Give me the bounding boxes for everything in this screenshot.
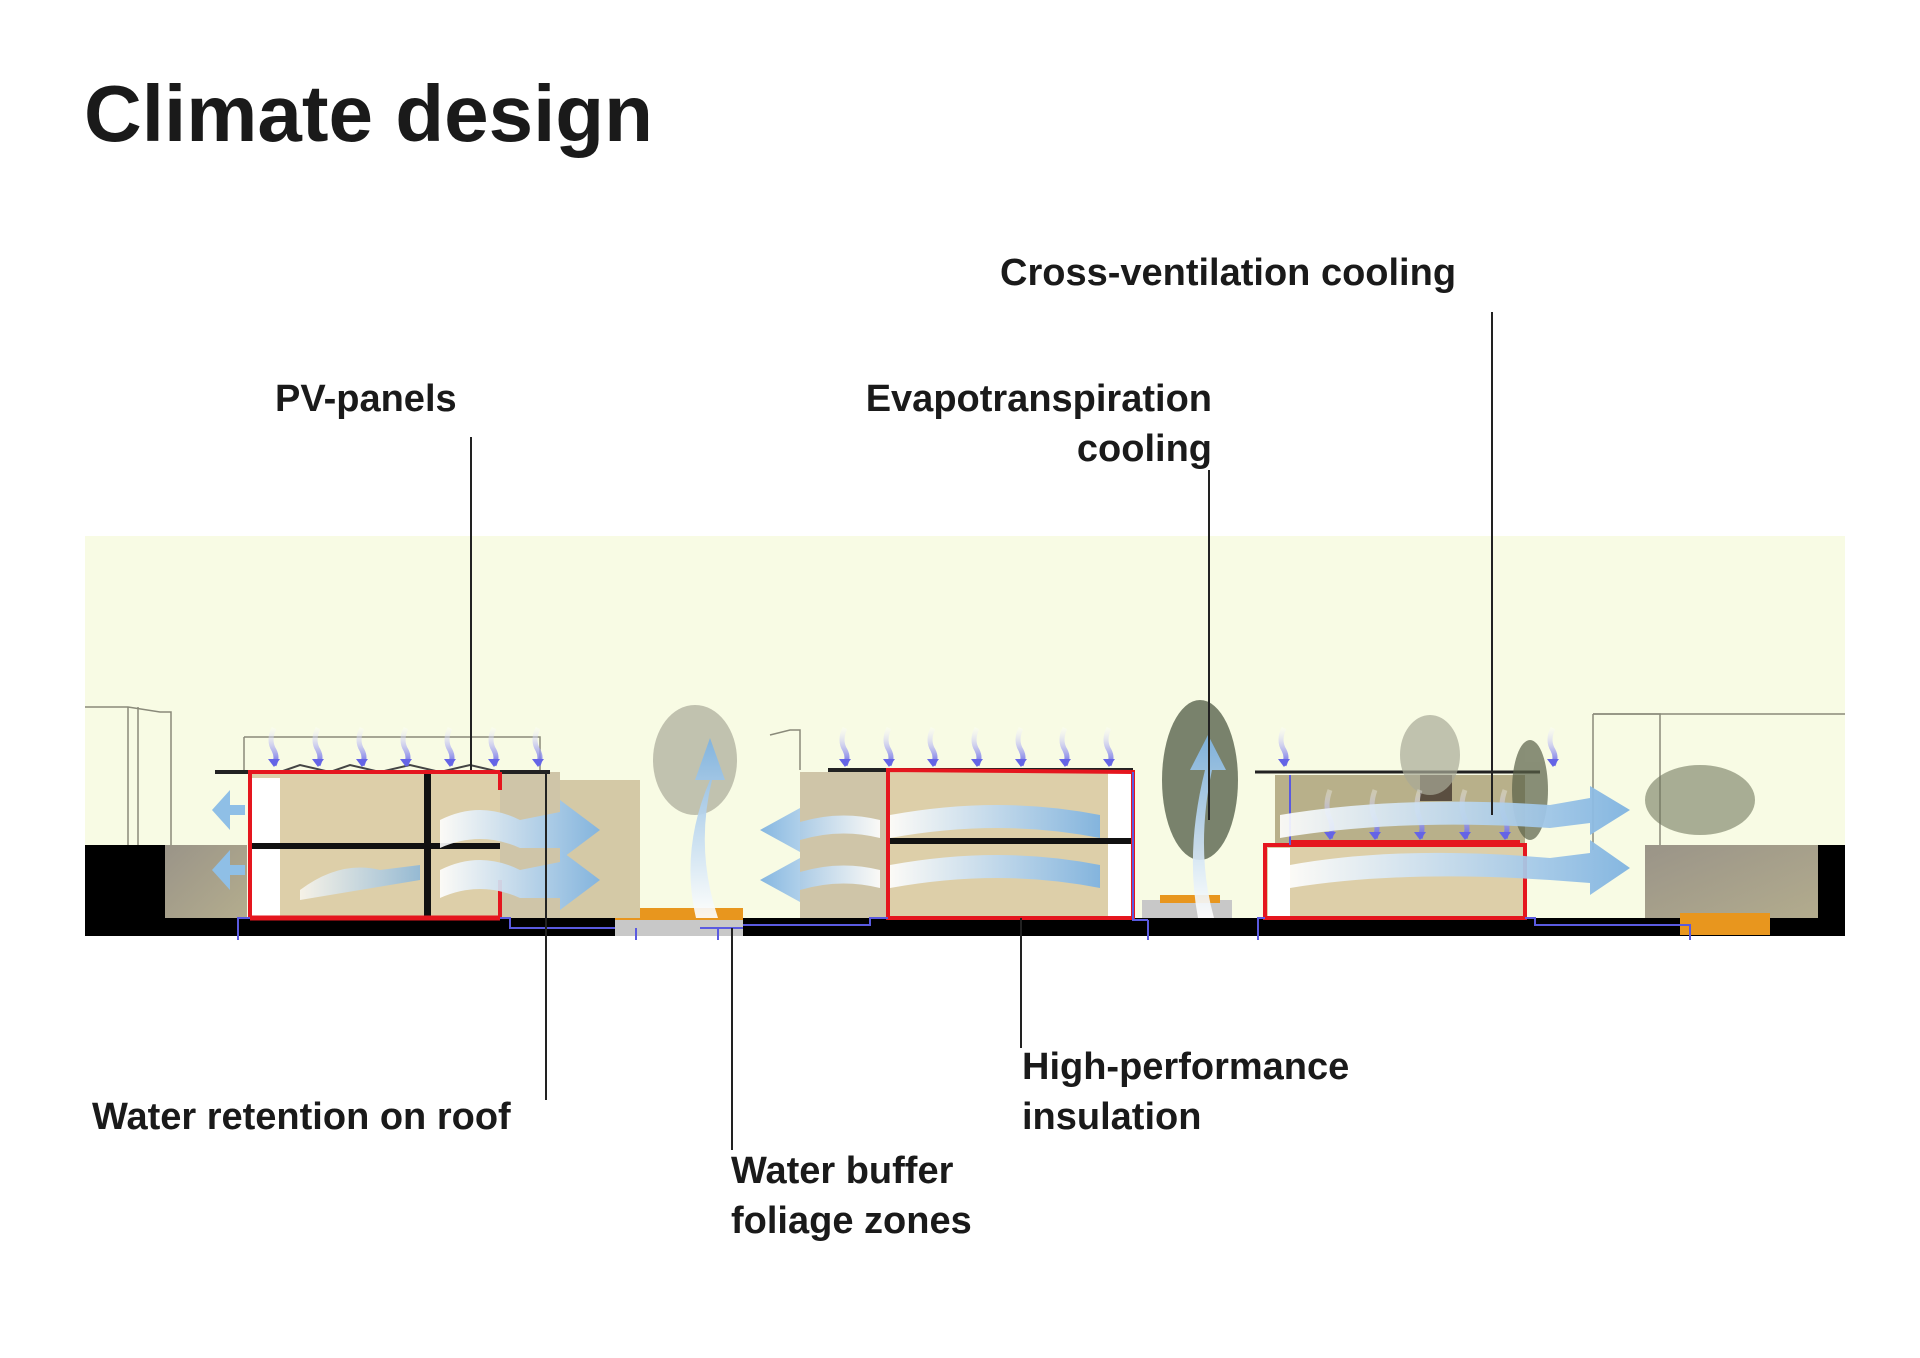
airflow-arrow xyxy=(690,738,725,918)
airflow-arrow xyxy=(890,805,1100,838)
label-water-buffer-line2: foliage zones xyxy=(731,1200,972,1242)
leader-lines xyxy=(470,312,1493,1150)
background-trees xyxy=(653,705,1755,840)
rain-arrow-head xyxy=(488,759,500,767)
airflow-arrow xyxy=(300,865,420,900)
rain-arrow-head xyxy=(400,759,412,767)
label-evapotranspiration-line2: cooling xyxy=(1076,428,1212,470)
airflow-arrow xyxy=(1190,735,1226,918)
rain-arrow-head xyxy=(1278,759,1290,767)
rain-arrow-head xyxy=(1015,759,1027,767)
rain-arrow-head xyxy=(1059,759,1071,767)
building-2 xyxy=(800,767,1148,921)
page-title: Climate design xyxy=(84,69,654,158)
airflow-arrow xyxy=(890,855,1100,888)
label-evapotranspiration-line1: Evapotranspiration xyxy=(865,378,1212,420)
airflow-arrow xyxy=(1280,786,1630,838)
airflow-arrows xyxy=(212,735,1630,918)
rain-arrow-head xyxy=(1324,832,1336,840)
rain-arrow-head xyxy=(839,759,851,767)
label-cross-ventilation: Cross-ventilation cooling xyxy=(1000,252,1457,294)
airflow-arrow xyxy=(212,850,245,890)
airflow-arrow xyxy=(1290,840,1630,895)
building-3 xyxy=(1255,770,1540,920)
rain-arrow-head xyxy=(312,759,324,767)
label-insulation-line1: High-performance xyxy=(1022,1046,1350,1088)
rain-arrow-head xyxy=(883,759,895,767)
rain-arrow-head xyxy=(1459,832,1471,840)
building-1 xyxy=(215,763,640,921)
rain-arrow-head xyxy=(1414,832,1426,840)
rain-arrow-head xyxy=(927,759,939,767)
rain-arrow-head xyxy=(1547,759,1559,767)
label-water-retention: Water retention on roof xyxy=(92,1096,511,1138)
rain-arrow-head xyxy=(444,759,456,767)
airflow-arrow xyxy=(440,850,600,910)
rain-arrow-head xyxy=(532,759,544,767)
water-buffer-right xyxy=(1680,913,1770,935)
label-water-buffer-line1: Water buffer xyxy=(731,1150,954,1192)
airflow-arrow xyxy=(760,808,880,852)
rain-arrow-head xyxy=(1499,832,1511,840)
airflow-arrow xyxy=(212,790,245,830)
rain-arrow-head xyxy=(1369,832,1381,840)
rain-arrow-head xyxy=(1103,759,1115,767)
right-courtyard-wall xyxy=(1645,845,1835,925)
water-buffer-left xyxy=(615,918,743,936)
left-courtyard-wall xyxy=(165,845,247,925)
rain-arrow-head xyxy=(268,759,280,767)
airflow-arrow xyxy=(440,800,600,860)
drainage-lines xyxy=(237,917,1691,940)
airflow-arrow xyxy=(760,858,880,902)
rain-arrow-head xyxy=(971,759,983,767)
label-pv-panels: PV-panels xyxy=(275,378,457,420)
label-insulation-line2: insulation xyxy=(1022,1096,1202,1138)
rain-arrow-head xyxy=(356,759,368,767)
ground-slab xyxy=(85,918,1845,936)
